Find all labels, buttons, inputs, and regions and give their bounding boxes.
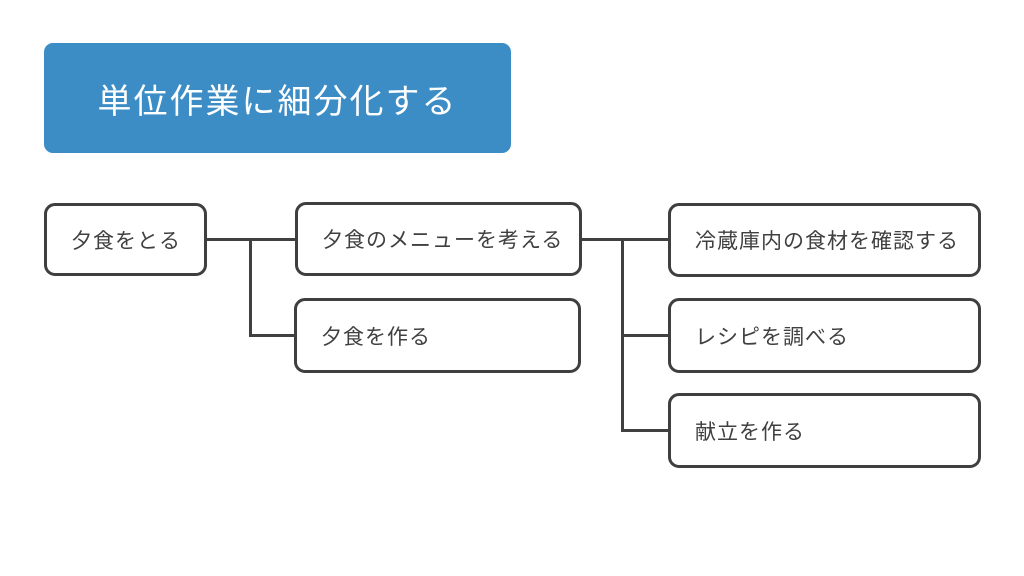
connector-to-make-dinner-horizontal xyxy=(249,334,295,337)
node-check-fridge-ingredients: 冷蔵庫内の食材を確認する xyxy=(668,203,981,277)
connector-level2-vertical xyxy=(249,238,252,337)
connector-to-make-meal-plan-horizontal xyxy=(621,429,669,432)
node-label: 夕食をとる xyxy=(71,229,181,253)
node-have-dinner: 夕食をとる xyxy=(44,203,207,276)
node-label: レシピを調べる xyxy=(695,325,849,349)
connector-to-look-up-recipes-horizontal xyxy=(621,334,669,337)
node-make-dinner: 夕食を作る xyxy=(294,298,581,373)
node-label: 献立を作る xyxy=(695,420,805,444)
title-text: 単位作業に細分化する xyxy=(97,82,458,121)
node-label: 夕食を作る xyxy=(321,325,431,349)
node-label: 冷蔵庫内の食材を確認する xyxy=(695,230,959,253)
node-think-dinner-menu: 夕食のメニューを考える xyxy=(295,202,582,276)
node-label: 夕食のメニューを考える xyxy=(322,229,564,252)
connector-level2-to-level3-horizontal xyxy=(581,238,669,241)
node-look-up-recipes: レシピを調べる xyxy=(668,298,981,373)
title-banner: 単位作業に細分化する xyxy=(44,43,511,153)
node-make-meal-plan: 献立を作る xyxy=(668,393,981,468)
